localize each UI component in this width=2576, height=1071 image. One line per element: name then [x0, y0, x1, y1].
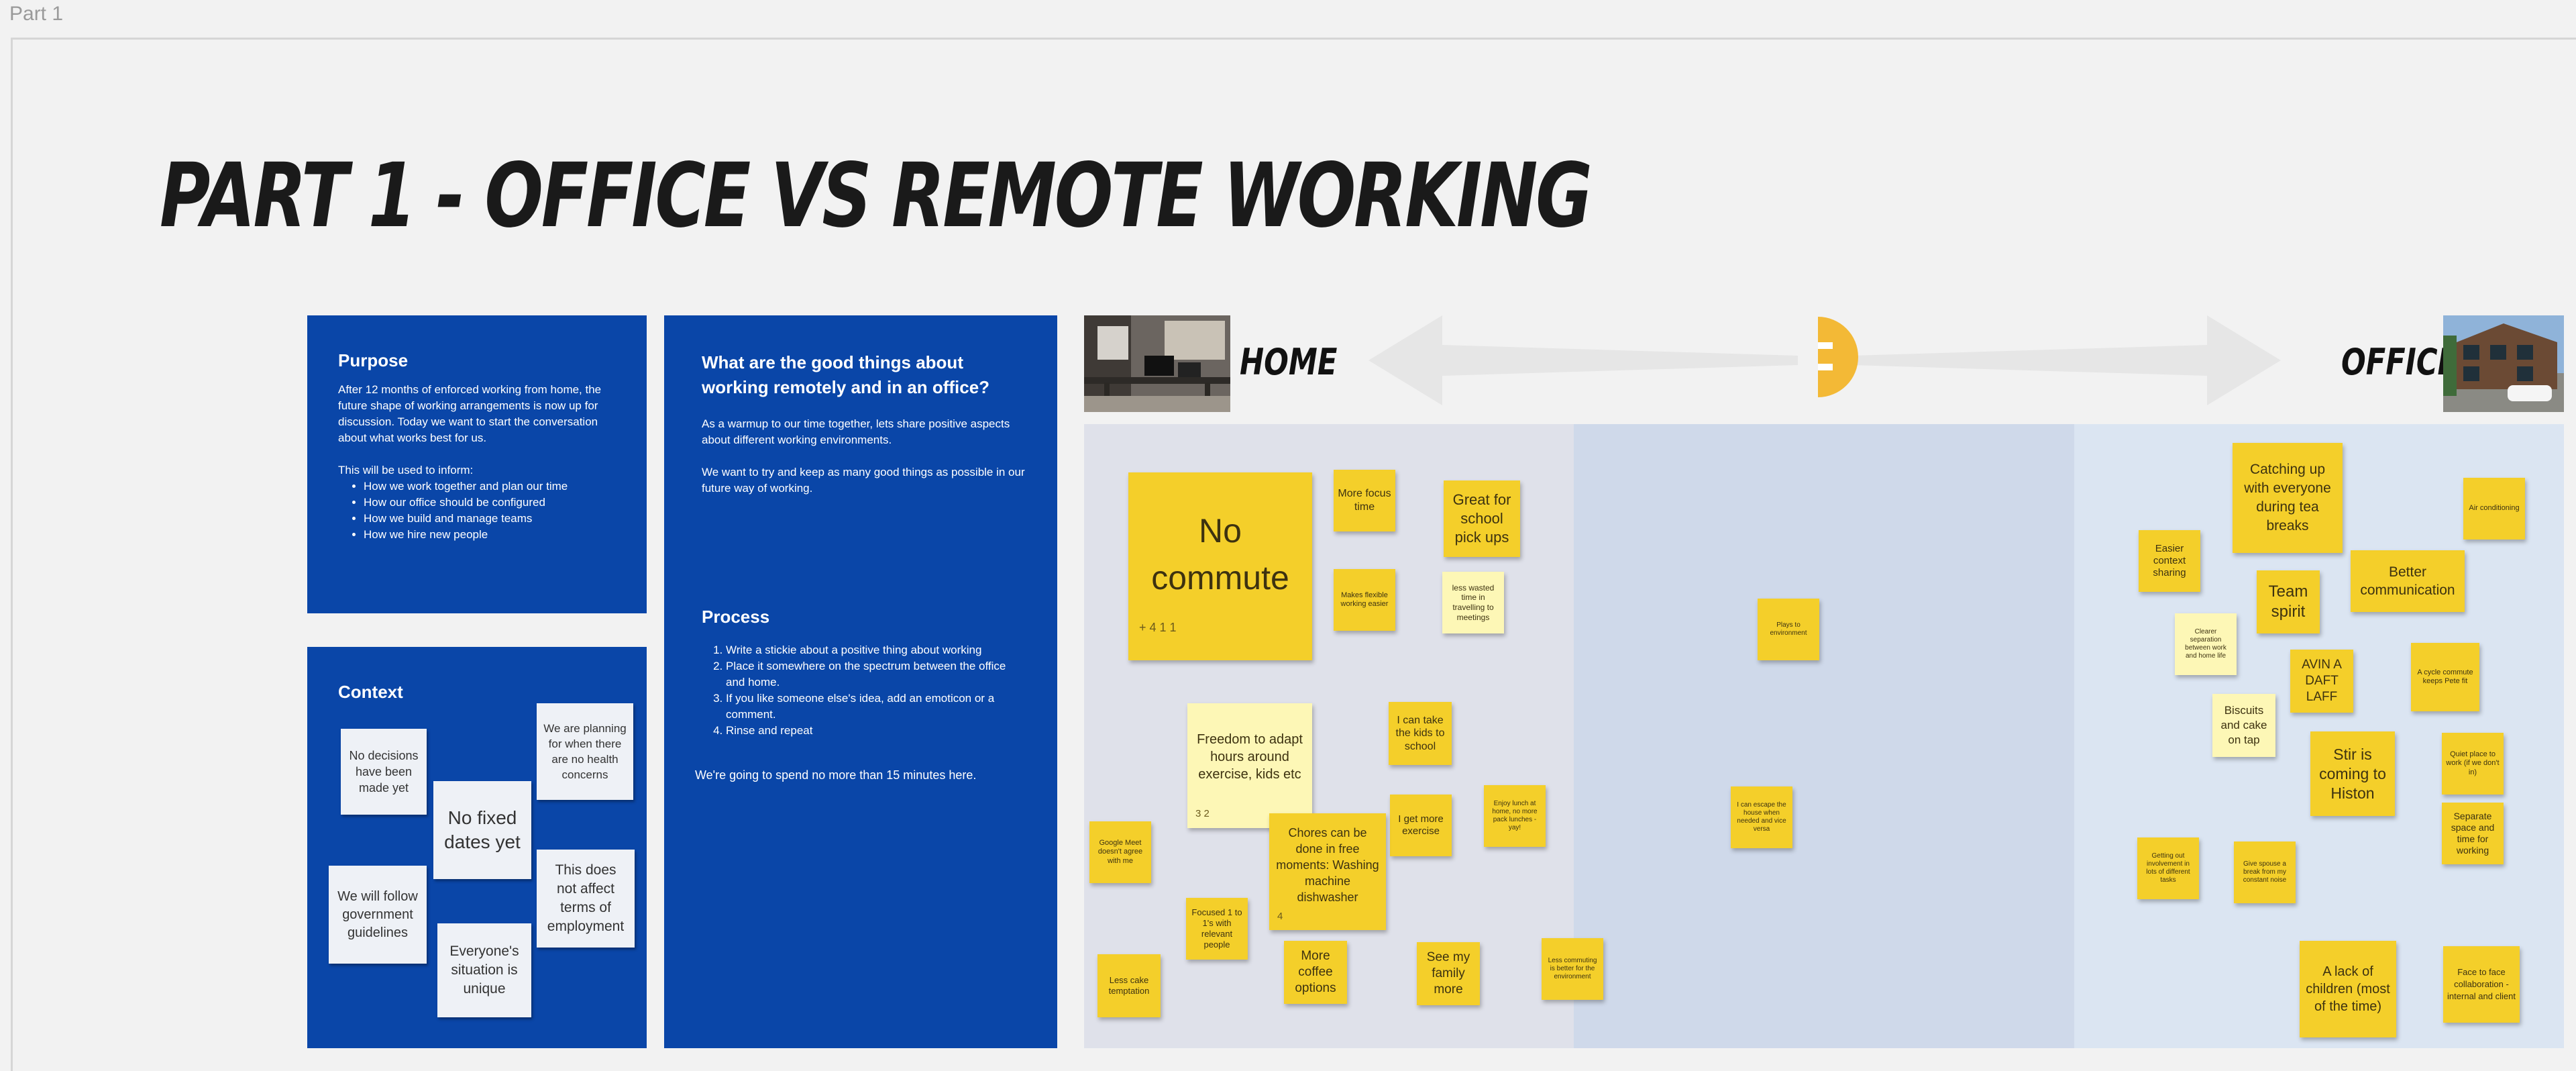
purpose-bullet: How our office should be configured	[364, 495, 616, 511]
frame-label[interactable]: Part 1	[9, 3, 64, 25]
sticky-note[interactable]: Give spouse a break from my constant noi…	[2234, 842, 2296, 903]
sticky-note[interactable]: AVIN A DAFT LAFF	[2290, 650, 2353, 713]
sticky-note[interactable]: Separate space and time for working	[2442, 803, 2504, 864]
middle-zone[interactable]	[1574, 424, 2074, 1048]
sticky-note[interactable]: Google Meet doesn't agree with me	[1089, 821, 1151, 883]
office-label[interactable]: OFFICE	[2341, 341, 2458, 383]
process-step: Place it somewhere on the spectrum betwe…	[726, 658, 1026, 691]
process-step: Write a stickie about a positive thing a…	[726, 642, 1026, 658]
instructions-card[interactable]: What are the good things about working r…	[664, 315, 1057, 1048]
process-title: Process	[702, 607, 770, 627]
home-photo[interactable]	[1084, 315, 1230, 412]
sticky-note[interactable]: Easier context sharing	[2139, 530, 2200, 592]
reaction-bar[interactable]: + 4 1 1	[1139, 621, 1177, 634]
purpose-para2: This will be used to inform:	[338, 464, 474, 476]
sticky-note[interactable]: Clearer separation between work and home…	[2175, 613, 2237, 675]
sticky-note[interactable]: I get more exercise	[1390, 795, 1452, 856]
sticky-note[interactable]: Team spirit	[2257, 570, 2320, 633]
process-steps: Write a stickie about a positive thing a…	[702, 642, 1026, 739]
sticky-note-text: Freedom to adapt hours around exercise, …	[1197, 732, 1303, 782]
context-note[interactable]: We will follow government guidelines	[329, 866, 427, 964]
process-footer: We're going to spend no more than 15 min…	[695, 768, 977, 782]
purpose-bullets: How we work together and plan our time H…	[338, 478, 616, 543]
sticky-note-text: Chores can be done in free moments: Wash…	[1276, 826, 1379, 904]
home-office-image	[1084, 315, 1230, 412]
sticky-note[interactable]: Biscuits and cake on tap	[2212, 694, 2275, 757]
office-building-image	[2443, 315, 2564, 412]
home-label[interactable]: HOME	[1240, 341, 1338, 383]
sticky-note[interactable]: Enjoy lunch at home, no more pack lunche…	[1484, 785, 1546, 847]
sticky-note[interactable]: Face to face collaboration - internal an…	[2443, 946, 2520, 1023]
sticky-note[interactable]: less wasted time in travelling to meetin…	[1442, 572, 1504, 633]
spectrum-arrow	[1368, 315, 2281, 405]
good-things-para1: As a warmup to our time together, lets s…	[702, 417, 1010, 446]
purpose-bullet: How we work together and plan our time	[364, 478, 616, 495]
purpose-title: Purpose	[338, 350, 409, 370]
right-arrowhead	[1851, 315, 2281, 405]
context-title: Context	[338, 682, 403, 702]
sticky-note[interactable]: Quiet place to work (if we don't in)	[2442, 733, 2504, 795]
purpose-bullet: How we build and manage teams	[364, 511, 616, 527]
context-note[interactable]: No fixed dates yet	[433, 781, 531, 879]
sticky-note[interactable]: Getting out involvement in lots of diffe…	[2137, 837, 2199, 899]
good-things-body: As a warmup to our time together, lets s…	[702, 416, 1026, 497]
sticky-note[interactable]: Great for school pick ups	[1444, 480, 1520, 557]
purpose-body: After 12 months of enforced working from…	[338, 382, 616, 543]
reaction-bar[interactable]: 4	[1277, 911, 1283, 922]
sticky-note[interactable]: Plays to environment	[1758, 599, 1819, 660]
context-note[interactable]: Everyone's situation is unique	[437, 923, 531, 1017]
sticky-note[interactable]: I can take the kids to school	[1389, 702, 1452, 765]
sticky-note[interactable]: I can escape the house when needed and v…	[1731, 786, 1792, 848]
context-note[interactable]: This does not affect terms of employment	[537, 850, 635, 948]
sticky-note[interactable]: Freedom to adapt hours around exercise, …	[1187, 703, 1312, 828]
office-photo[interactable]	[2443, 315, 2564, 412]
sticky-note[interactable]: A cycle commute keeps Pete fit	[2411, 643, 2479, 711]
sticky-note-text: No commute	[1151, 512, 1289, 597]
purpose-para1: After 12 months of enforced working from…	[338, 383, 602, 444]
good-things-para2: We want to try and keep as many good thi…	[702, 466, 1025, 495]
context-note[interactable]: We are planning for when there are no he…	[537, 703, 633, 800]
sticky-note[interactable]: Better communication	[2351, 550, 2465, 612]
process-body: Write a stickie about a positive thing a…	[695, 642, 1026, 783]
sticky-note[interactable]: Less commuting is better for the environ…	[1542, 938, 1603, 1000]
sticky-note[interactable]: A lack of children (most of the time)	[2300, 941, 2396, 1037]
sticky-note[interactable]: Stir is coming to Histon	[2310, 731, 2395, 816]
reaction-bar[interactable]: 3 2	[1195, 808, 1210, 819]
sticky-note[interactable]: Focused 1 to 1's with relevant people	[1186, 898, 1248, 960]
board-title[interactable]: PART 1 - OFFICE VS REMOTE WORKING	[160, 144, 1593, 248]
sticky-note[interactable]: Chores can be done in free moments: Wash…	[1269, 813, 1386, 930]
sticky-note[interactable]: See my family more	[1417, 942, 1480, 1005]
sticky-note[interactable]: More coffee options	[1284, 941, 1347, 1004]
left-arrowhead	[1368, 315, 1798, 405]
process-step: Rinse and repeat	[726, 723, 1026, 739]
context-note[interactable]: No decisions have been made yet	[341, 729, 427, 815]
sticky-note[interactable]: More focus time	[1334, 470, 1395, 531]
good-things-title: What are the good things about working r…	[702, 352, 990, 397]
sticky-note[interactable]: Less cake temptation	[1097, 954, 1161, 1017]
purpose-bullet: How we hire new people	[364, 527, 616, 543]
sticky-note[interactable]: Makes flexible working easier	[1334, 569, 1395, 631]
sticky-note[interactable]: No commute + 4 1 1	[1128, 472, 1312, 660]
purpose-card[interactable]: Purpose After 12 months of enforced work…	[307, 315, 647, 613]
sticky-note[interactable]: Air conditioning	[2463, 478, 2525, 540]
half-smiley-icon[interactable]	[1811, 315, 1872, 399]
sticky-note[interactable]: Catching up with everyone during tea bre…	[2233, 443, 2343, 553]
process-step: If you like someone else's idea, add an …	[726, 691, 1026, 723]
